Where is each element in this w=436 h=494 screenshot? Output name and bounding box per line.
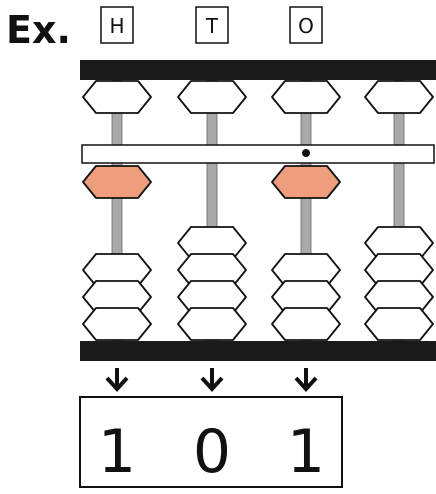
abacus-top-frame [80, 60, 436, 80]
down-arrow-icon [105, 368, 129, 392]
answer-digit-tens: 0 [193, 417, 231, 487]
lower-bead [364, 307, 434, 341]
answer-digit-ones: 1 [287, 417, 325, 487]
place-label-text: O [298, 14, 314, 38]
answer-box [79, 396, 343, 488]
unit-point-marker [302, 149, 310, 157]
place-label-hundreds: H [100, 6, 134, 44]
abacus-bottom-frame [80, 341, 436, 361]
place-label-text: T [205, 14, 219, 38]
place-label-tens: T [195, 6, 229, 44]
abacus-beads [82, 80, 434, 341]
upper-bead [271, 80, 341, 114]
lower-bead [82, 165, 152, 199]
abacus-rods [111, 79, 405, 343]
lower-bead [177, 307, 247, 341]
example-label: Ex. [6, 8, 71, 52]
lower-bead [271, 165, 341, 199]
upper-bead [364, 80, 434, 114]
answer-digit-hundreds: 1 [98, 417, 136, 487]
lower-bead [271, 307, 341, 341]
abacus-reckoning-bar [81, 144, 435, 164]
place-label-text: H [109, 14, 124, 38]
lower-bead [82, 307, 152, 341]
place-label-ones: O [289, 6, 323, 44]
upper-bead [82, 80, 152, 114]
down-arrow-icon [200, 368, 224, 392]
down-arrow-icon [294, 368, 318, 392]
upper-bead [177, 80, 247, 114]
